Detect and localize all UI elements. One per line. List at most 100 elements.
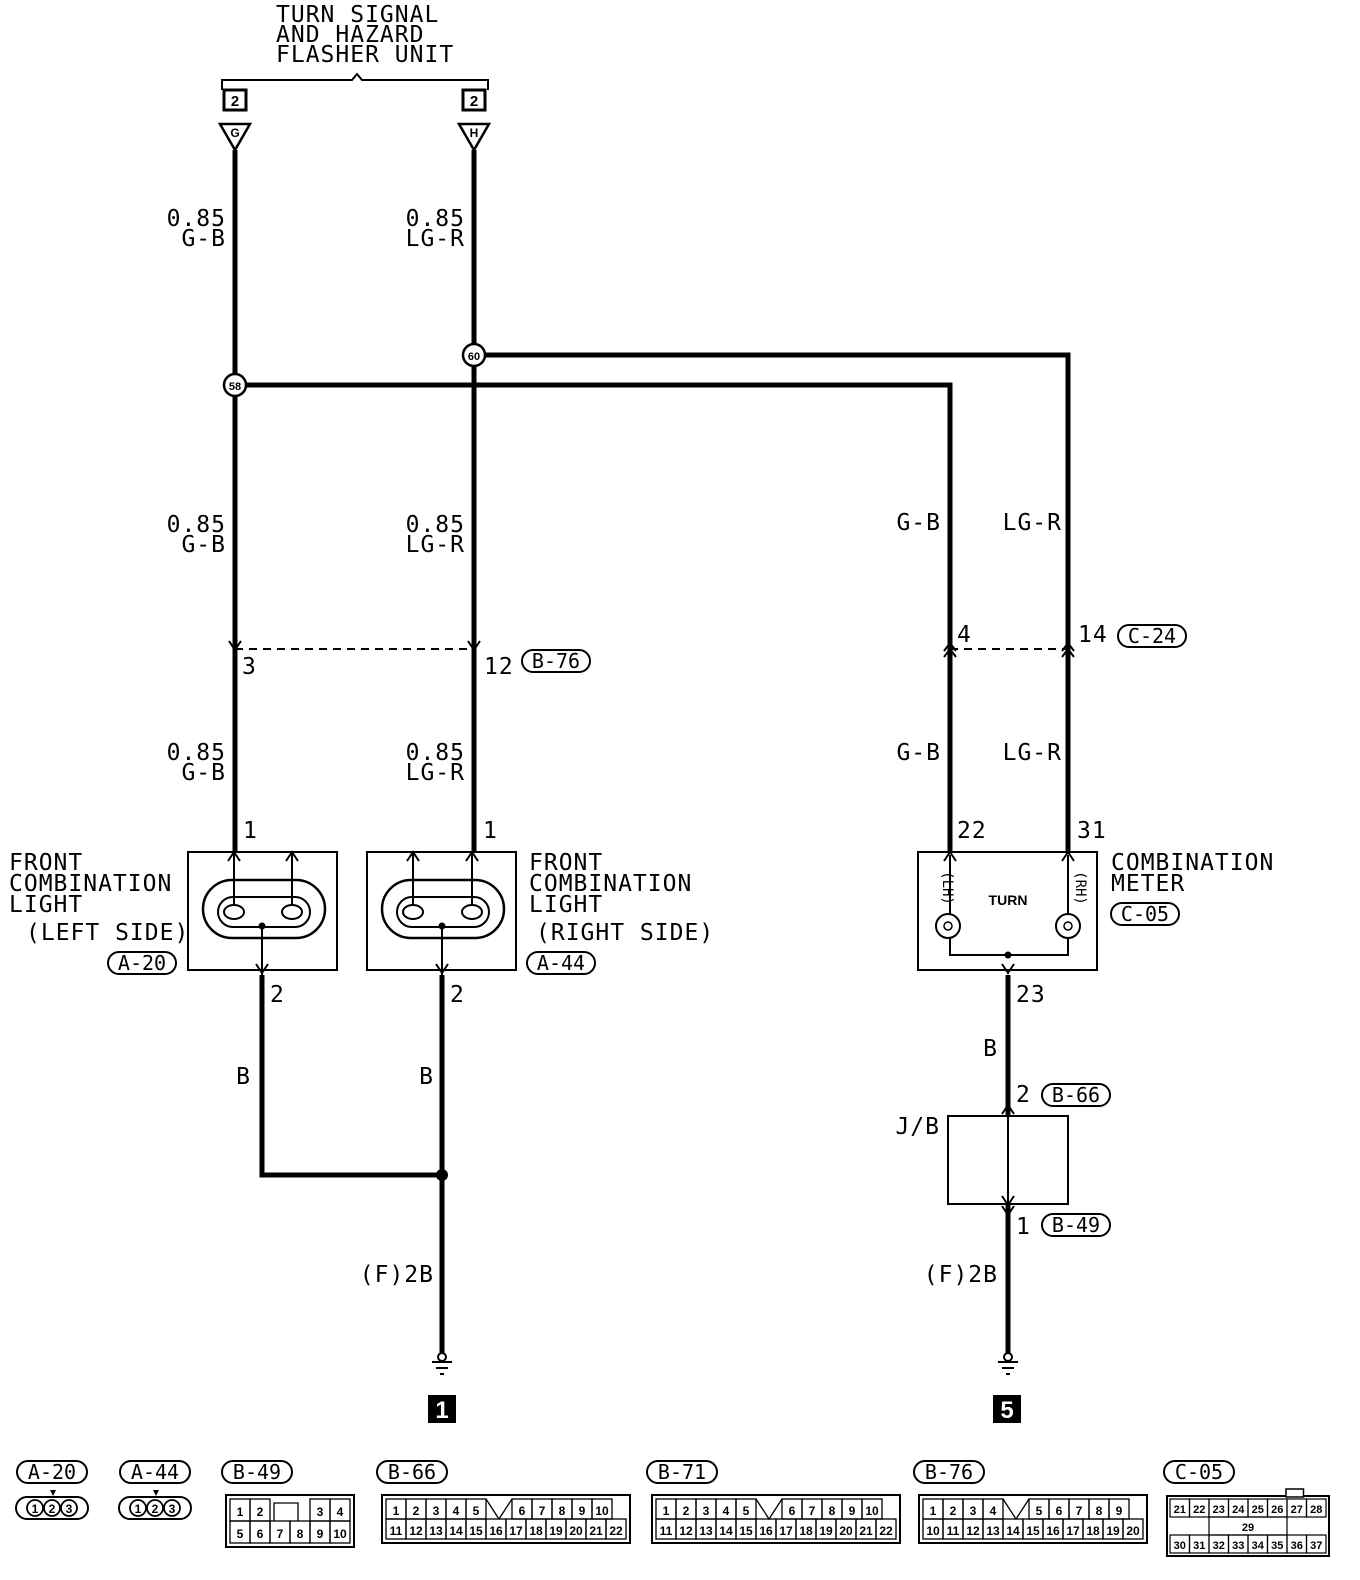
pin-label: 16 (489, 1524, 503, 1538)
wire-size: 0.85 (167, 740, 226, 766)
pin-label: 9 (849, 1504, 856, 1518)
pin-label: 17 (509, 1524, 523, 1538)
wire-spec: (F)2B (924, 1262, 998, 1288)
pin-circle (43, 1499, 61, 1517)
pin-number: 1 (243, 818, 258, 844)
connector-label-a20: A-20 (107, 951, 177, 975)
pin-label: 9 (579, 1504, 586, 1518)
svg-text:LIGHT: LIGHT (529, 892, 603, 918)
legend-label-b49: B-49 (221, 1460, 293, 1484)
pin-label: 5 (743, 1504, 750, 1518)
wire-color: LG-R (406, 760, 465, 786)
pin-label: 5 (1036, 1504, 1043, 1518)
svg-text:A-20: A-20 (28, 1460, 76, 1484)
pin-number: 14 (1078, 622, 1108, 648)
flasher-bracket (221, 72, 489, 90)
legend-label-a20: A-20 (16, 1460, 88, 1484)
svg-text:60: 60 (468, 351, 480, 363)
pin-label: 34 (1252, 1540, 1265, 1552)
svg-text:C-05: C-05 (1175, 1460, 1223, 1484)
svg-text:C-05: C-05 (1121, 902, 1169, 926)
ground-symbol-left (432, 1352, 452, 1375)
pin-label: 8 (829, 1504, 836, 1518)
pin-label: 18 (799, 1524, 813, 1538)
wire-color: LG-R (406, 532, 465, 558)
ground-point-1: 1 (428, 1395, 456, 1424)
pin-label: 1 (135, 1502, 142, 1516)
pin-cell (1305, 1498, 1327, 1518)
pin-label: 21 (589, 1524, 603, 1538)
pin-label: 3 (703, 1504, 710, 1518)
pin-label: 22 (879, 1524, 893, 1538)
legend-label-b76: B-76 (913, 1460, 985, 1484)
left-light-label: FRONT COMBINATION LIGHT (LEFT SIDE) (9, 850, 188, 946)
connector-label-b66: B-66 (1041, 1083, 1111, 1107)
pin-label: 5 (237, 1527, 244, 1541)
pin-number: 2 (1016, 1082, 1031, 1108)
wire-size: 0.85 (167, 512, 226, 538)
connector-label-a44: A-44 (526, 951, 596, 975)
pin-label: 35 (1271, 1540, 1283, 1552)
pin-label: 4 (990, 1504, 997, 1518)
svg-text:2: 2 (470, 93, 478, 110)
pin-label: 30 (1174, 1540, 1186, 1552)
junction-block (947, 1103, 1069, 1217)
pin-label: 16 (1046, 1524, 1060, 1538)
pin-label: 13 (699, 1524, 713, 1538)
svg-text:C-24: C-24 (1128, 624, 1176, 648)
svg-text:A-20: A-20 (118, 951, 166, 975)
jb-label: J/B (895, 1114, 940, 1140)
pin-label: 2 (413, 1504, 420, 1518)
pin-label: 1 (237, 1505, 244, 1519)
svg-text:B-76: B-76 (532, 649, 580, 673)
pin-label: 5 (473, 1504, 480, 1518)
legend-label-c05: C-05 (1163, 1460, 1235, 1484)
wire-color: B (419, 1064, 434, 1090)
pin-number: 3 (242, 654, 257, 680)
pin-label: 19 (819, 1524, 833, 1538)
pin-label: 15 (469, 1524, 483, 1538)
right-light-label: FRONT COMBINATION LIGHT (RIGHT SIDE) (529, 850, 713, 946)
pin-label: 21 (1174, 1504, 1186, 1516)
pin-label: 4 (337, 1505, 344, 1519)
pin-label: 18 (1086, 1524, 1100, 1538)
pin-label: 32 (1213, 1540, 1225, 1552)
pin-label: 1 (663, 1504, 670, 1518)
connector-label-b76: B-76 (521, 649, 591, 673)
pin-label: 13 (986, 1524, 1000, 1538)
wire-color: G-B (181, 760, 226, 786)
pin-label: 17 (1066, 1524, 1080, 1538)
svg-text:COMBINATION: COMBINATION (529, 871, 692, 897)
pin-label: 31 (1193, 1540, 1205, 1552)
connector-legend: A-20 A-44 B-49 B-66 B-71 B-76 C-05 (15, 1460, 1330, 1557)
pin-label: 8 (559, 1504, 566, 1518)
ground-junction-dot (436, 1169, 448, 1181)
svg-text:H: H (470, 126, 479, 140)
pin-label: 11 (390, 1524, 403, 1538)
ground-point-5: 5 (993, 1395, 1021, 1424)
pin-cell (1122, 1518, 1144, 1540)
pin-label: 7 (277, 1527, 284, 1541)
svg-text:1: 1 (435, 1397, 448, 1424)
svg-text:AND HAZARD: AND HAZARD (276, 22, 424, 48)
svg-text:B-66: B-66 (1052, 1083, 1100, 1107)
meter-label: COMBINATION METER (1111, 850, 1273, 897)
pin-label: 2 (49, 1502, 56, 1516)
ground-symbol-right (998, 1352, 1018, 1375)
pin-label: 33 (1232, 1540, 1244, 1552)
svg-text:B-66: B-66 (388, 1460, 436, 1484)
svg-text:B-76: B-76 (925, 1460, 973, 1484)
flasher-connector-right: 2 (461, 88, 487, 112)
pin-number: 23 (1016, 982, 1046, 1008)
svg-text:FRONT: FRONT (529, 850, 603, 876)
legend-label-a44: A-44 (119, 1460, 191, 1484)
flasher-connector-left: 2 (222, 88, 248, 112)
pin-label: 7 (809, 1504, 816, 1518)
pin-label: 20 (1126, 1524, 1140, 1538)
